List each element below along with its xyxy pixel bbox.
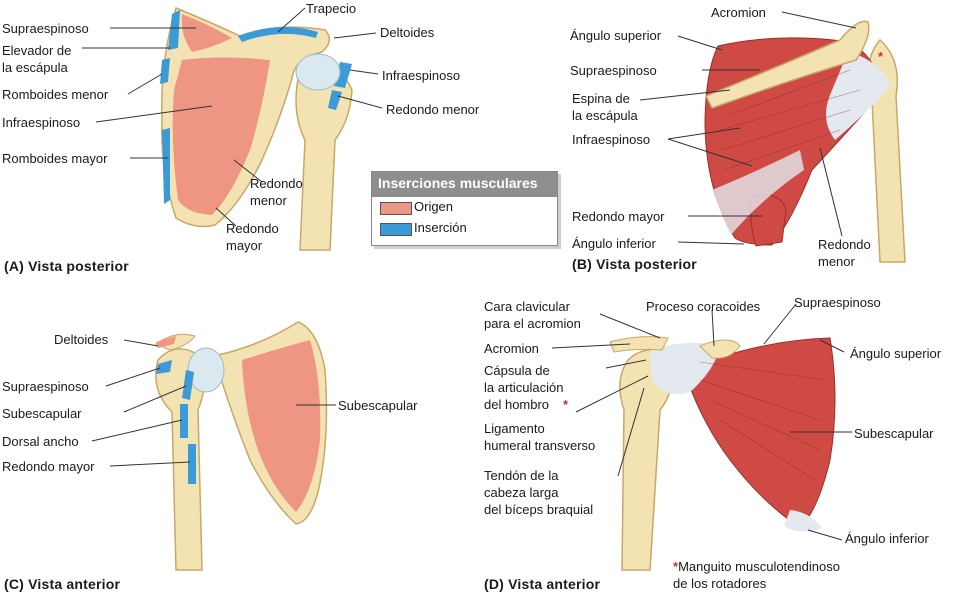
label-c-supraespinoso: Supraespinoso <box>2 379 89 394</box>
origin-supraespinoso-a <box>181 14 232 52</box>
panel-d-drawing <box>551 303 852 571</box>
label-b-espina: Espina de la escápula <box>572 91 638 123</box>
label-d-acromion: Acromion <box>484 341 539 356</box>
label-d-proceso-coracoides: Proceso coracoides <box>646 299 761 314</box>
label-c-subescapular-right: Subescapular <box>338 398 418 413</box>
label-b-supraespinoso: Supraespinoso <box>570 63 657 78</box>
label-c-redondo-mayor: Redondo mayor <box>2 459 95 474</box>
label-a-redondo-menor-right: Redondo menor <box>386 102 480 117</box>
cartilage-a <box>295 53 341 91</box>
label-a-infraespinoso: Infraespinoso <box>2 115 81 130</box>
label-a-redondo-mayor: Redondo mayor <box>226 221 279 253</box>
subescapular-d <box>683 337 836 529</box>
label-d-tendon-biceps: Tendón de la cabeza larga del bíceps bra… <box>484 468 594 517</box>
insertion-redondo-menor-a <box>328 90 342 110</box>
insertion-dorsal-ancho-c <box>180 404 188 438</box>
panel-b-drawing <box>639 11 906 263</box>
insertion-elevador-a <box>168 10 180 50</box>
panel-c-caption: (C) Vista anterior <box>4 576 121 592</box>
legend: Inserciones musculares Origen Inserción <box>371 171 558 246</box>
legend-item-origen: Origen <box>372 197 557 218</box>
coracoid-d <box>699 339 741 359</box>
legend-swatch-insercion <box>380 223 412 236</box>
label-b-redondo-mayor: Redondo mayor <box>572 209 665 224</box>
insertion-trapecio-a <box>238 26 318 42</box>
legend-swatch-origen <box>380 202 412 215</box>
label-c-subescapular: Subescapular <box>2 406 82 421</box>
angle-inferior-d <box>784 510 822 532</box>
legend-label-origen: Origen <box>414 199 454 214</box>
label-b-angulo-superior: Ángulo superior <box>570 28 662 43</box>
origin-infraespinoso-a <box>172 57 270 215</box>
tendon-d <box>650 342 720 395</box>
clavicle-facet-d <box>609 336 669 353</box>
label-d-angulo-inferior: Ángulo inferior <box>845 531 929 546</box>
insertion-romboides-mayor-a <box>162 128 170 204</box>
legend-title: Inserciones musculares <box>372 172 557 197</box>
cartilage-c <box>187 347 225 393</box>
label-d-capsula: Cápsula de la articulación del hombro <box>484 363 564 412</box>
spine-b <box>704 20 870 109</box>
label-a-infraespinoso-right: Infraespinoso <box>382 68 461 83</box>
footnote: *Manguito musculotendinoso de los rotado… <box>673 558 840 592</box>
label-d-capsula-asterisk: * <box>563 397 569 412</box>
label-b-angulo-inferior: Ángulo inferior <box>572 236 656 251</box>
insertion-supraespinoso-c <box>156 360 172 374</box>
footnote-asterisk: * <box>673 559 679 574</box>
label-a-romboides-menor: Romboides menor <box>2 87 109 102</box>
humerus-a <box>295 66 353 251</box>
insertion-romboides-menor-a <box>160 58 170 84</box>
insertion-subescapular-c <box>182 370 194 400</box>
label-a-romboides-mayor: Romboides mayor <box>2 151 108 166</box>
label-b-asterisk: * <box>878 49 884 64</box>
label-c-dorsal-ancho: Dorsal ancho <box>2 434 79 449</box>
origin-deltoides-c <box>156 336 176 348</box>
panel-a-drawing <box>82 6 383 251</box>
tendon-lower-b <box>712 150 804 236</box>
panel-d-caption: (D) Vista anterior <box>484 576 601 592</box>
panel-a-caption: (A) Vista posterior <box>4 258 129 274</box>
label-b-acromion: Acromion <box>711 5 766 20</box>
label-a-trapecio: Trapecio <box>306 1 357 16</box>
label-a-redondo-menor-bottom: Redondo menor <box>250 176 303 208</box>
label-c-deltoides: Deltoides <box>54 332 109 347</box>
label-a-deltoides: Deltoides <box>380 25 435 40</box>
footnote-text: Manguito musculotendinoso de los rotador… <box>673 559 840 591</box>
label-d-ligamento: Ligamento humeral transverso <box>484 421 596 453</box>
panel-c-drawing <box>91 321 336 571</box>
legend-item-insercion: Inserción <box>372 218 557 239</box>
origin-subescapular-c <box>242 340 321 512</box>
insertion-redondo-mayor-c <box>188 444 196 484</box>
label-b-redondo-menor: Redondo menor <box>818 237 871 269</box>
label-a-supraespinoso: Supraespinoso <box>2 21 89 36</box>
legend-label-insercion: Inserción <box>414 220 467 235</box>
label-a-elevador-escapula: Elevador de la escápula <box>2 43 72 75</box>
label-d-subescapular: Subescapular <box>854 426 934 441</box>
label-d-angulo-superior: Ángulo superior <box>850 346 942 361</box>
panel-b-caption: (B) Vista posterior <box>572 256 697 272</box>
label-d-cara-clavicular: Cara clavicular para el acromion <box>484 299 581 331</box>
tendon-b <box>826 52 890 140</box>
label-d-supraespinoso: Supraespinoso <box>794 295 881 310</box>
label-b-infraespinoso: Infraespinoso <box>572 132 651 147</box>
